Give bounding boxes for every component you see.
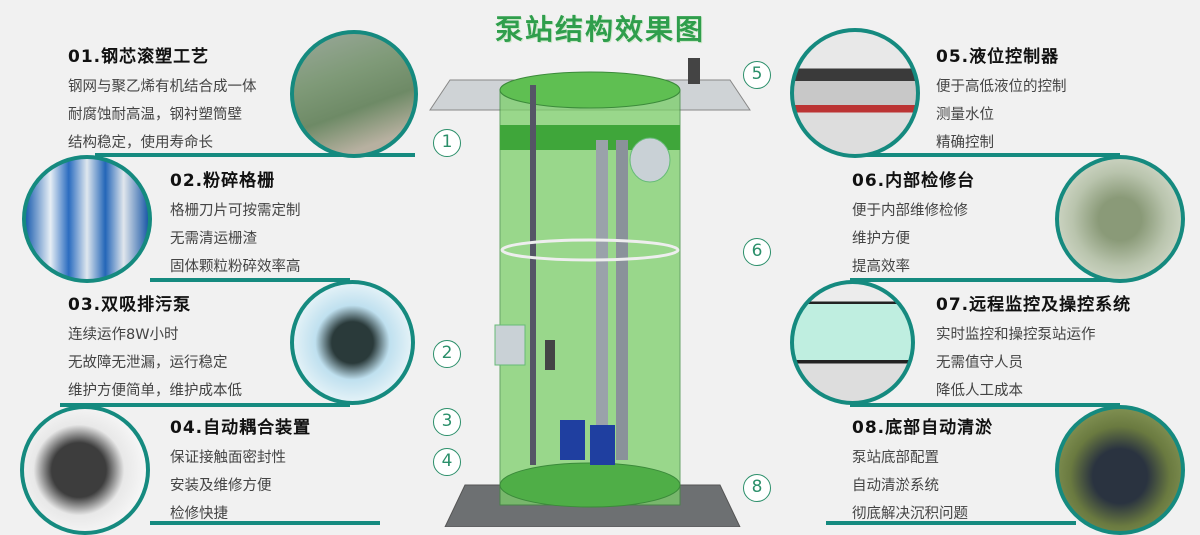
feature-line: 便于内部维修检修 (852, 203, 968, 219)
ladder (530, 85, 536, 465)
feature-line: 维护方便 (852, 231, 910, 247)
feature-line: 结构稳定，使用寿命长 (68, 135, 213, 151)
feature-line: 安装及维修方便 (170, 478, 272, 494)
feature-line: 无需值守人员 (936, 355, 1023, 371)
feature-04: 04.自动耦合装置 保证接触面密封性 安装及维修方便 检修快捷 (170, 413, 311, 528)
steel-core-tank-photo (290, 30, 418, 158)
feature-line: 无需清运栅渣 (170, 231, 257, 247)
feature-07: 07.远程监控及操控系统 实时监控和操控泵站运作 无需值守人员 降低人工成本 (936, 290, 1131, 405)
feature-title: 01.钢芯滚塑工艺 (68, 47, 210, 67)
feature-line: 钢网与聚乙烯有机结合成一体 (68, 79, 257, 95)
maintenance-platform (500, 238, 680, 262)
feature-title: 04.自动耦合装置 (170, 418, 312, 438)
feature-title: 05.液位控制器 (936, 47, 1060, 67)
feature-line: 无故障无泄漏，运行稳定 (68, 355, 228, 371)
feature-title: 06.内部检修台 (852, 171, 976, 191)
feature-line: 检修快捷 (170, 506, 228, 522)
feature-title: 07.远程监控及操控系统 (936, 295, 1132, 315)
callout-2: 2 (433, 340, 461, 368)
divider (850, 403, 1120, 407)
feature-title: 02.粉碎格栅 (170, 171, 276, 191)
feature-05: 05.液位控制器 便于高低液位的控制 测量水位 精确控制 (936, 42, 1067, 157)
grinder (545, 340, 555, 370)
inlet-pipe (494, 324, 526, 366)
callout-3: 3 (433, 408, 461, 436)
feature-title: 03.双吸排污泵 (68, 295, 192, 315)
tank-top (499, 71, 681, 109)
divider (850, 153, 1120, 157)
callout-1: 1 (433, 129, 461, 157)
callout-8: 8 (743, 474, 771, 502)
outlet-flange (629, 137, 671, 183)
feature-02: 02.粉碎格栅 格栅刀片可按需定制 无需清运栅渣 固体颗粒粉碎效率高 (170, 166, 301, 281)
feature-line: 连续运作8W小时 (68, 327, 179, 343)
feature-line: 提高效率 (852, 259, 910, 275)
page-title: 泵站结构效果图 (494, 13, 705, 46)
maintenance-platform-photo (1055, 155, 1185, 283)
coupling-device-photo (20, 405, 150, 535)
level-controller (688, 58, 700, 84)
divider (150, 521, 380, 525)
sediment-cleaning-photo (1055, 405, 1185, 535)
callout-5: 5 (743, 61, 771, 89)
feature-line: 泵站底部配置 (852, 450, 939, 466)
feature-line: 格栅刀片可按需定制 (170, 203, 301, 219)
level-controller-photo (790, 28, 920, 158)
feature-line: 精确控制 (936, 135, 994, 151)
sewage-pump-photo (290, 280, 415, 405)
feature-line: 维护方便简单，维护成本低 (68, 383, 242, 399)
pump-station-illustration (429, 58, 751, 527)
feature-03: 03.双吸排污泵 连续运作8W小时 无故障无泄漏，运行稳定 维护方便简单，维护成… (68, 290, 242, 405)
remote-monitor-photo (790, 280, 915, 405)
feature-08: 08.底部自动清淤 泵站底部配置 自动清淤系统 彻底解决沉积问题 (852, 413, 993, 528)
feature-01: 01.钢芯滚塑工艺 钢网与聚乙烯有机结合成一体 耐腐蚀耐高温，钢衬塑筒壁 结构稳… (68, 42, 257, 157)
pump (560, 420, 585, 460)
pump (590, 425, 615, 465)
callout-6: 6 (743, 238, 771, 266)
feature-line: 降低人工成本 (936, 383, 1023, 399)
callout-4: 4 (433, 448, 461, 476)
divider (95, 153, 415, 157)
divider (850, 278, 1120, 282)
feature-line: 固体颗粒粉碎效率高 (170, 259, 301, 275)
feature-line: 彻底解决沉积问题 (852, 506, 968, 522)
feature-line: 保证接触面密封性 (170, 450, 286, 466)
feature-line: 自动清淤系统 (852, 478, 939, 494)
divider (150, 278, 350, 282)
discharge-pipe (596, 140, 608, 460)
discharge-pipe (616, 140, 628, 460)
feature-06: 06.内部检修台 便于内部维修检修 维护方便 提高效率 (852, 166, 975, 281)
divider (60, 403, 350, 407)
feature-line: 耐腐蚀耐高温，钢衬塑筒壁 (68, 107, 242, 123)
tank-bottom (499, 462, 681, 508)
feature-title: 08.底部自动清淤 (852, 418, 994, 438)
divider (826, 521, 1076, 525)
feature-line: 实时监控和操控泵站运作 (936, 327, 1096, 343)
feature-line: 便于高低液位的控制 (936, 79, 1067, 95)
grinder-grate-photo (22, 155, 152, 283)
feature-line: 测量水位 (936, 107, 994, 123)
